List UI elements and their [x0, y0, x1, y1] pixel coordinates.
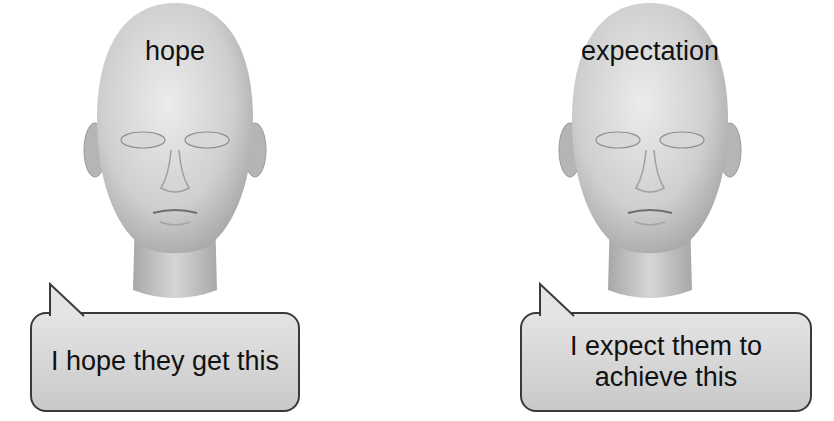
- head-label: expectation: [581, 36, 719, 67]
- bubble-tail: [48, 282, 98, 318]
- head-forehead-label: hope: [100, 36, 250, 67]
- head-forehead-label: expectation: [575, 36, 725, 67]
- speech-text: I hope they get this: [51, 346, 279, 377]
- speech-text: I expect them to achieve this: [538, 331, 794, 393]
- head-label: hope: [145, 36, 205, 67]
- speech-bubble: I hope they get this: [30, 312, 300, 412]
- bubble-tail: [538, 282, 588, 318]
- speech-bubble: I expect them to achieve this: [520, 312, 812, 412]
